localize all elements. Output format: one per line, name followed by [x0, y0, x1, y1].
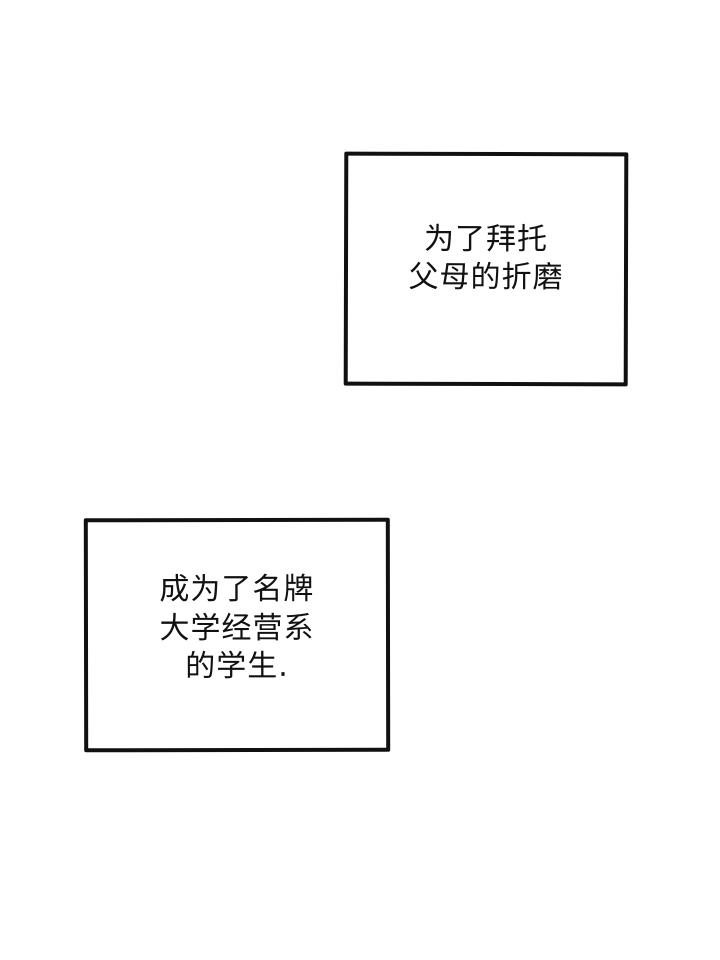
caption-line: 大学经营系 — [159, 610, 315, 646]
caption-text-upper: 为了拜托 父母的折磨 — [408, 220, 563, 297]
caption-line: 父母的折磨 — [408, 259, 564, 296]
caption-box-lower: 成为了名牌 大学经营系 的学生. — [83, 517, 391, 753]
caption-line: 成为了名牌 — [159, 572, 315, 608]
caption-line: 为了拜托 — [424, 221, 549, 257]
caption-line: 的学生. — [185, 649, 289, 685]
caption-text-lower: 成为了名牌 大学经营系 的学生. — [159, 571, 314, 686]
caption-box-upper: 为了拜托 父母的折磨 — [343, 151, 629, 387]
